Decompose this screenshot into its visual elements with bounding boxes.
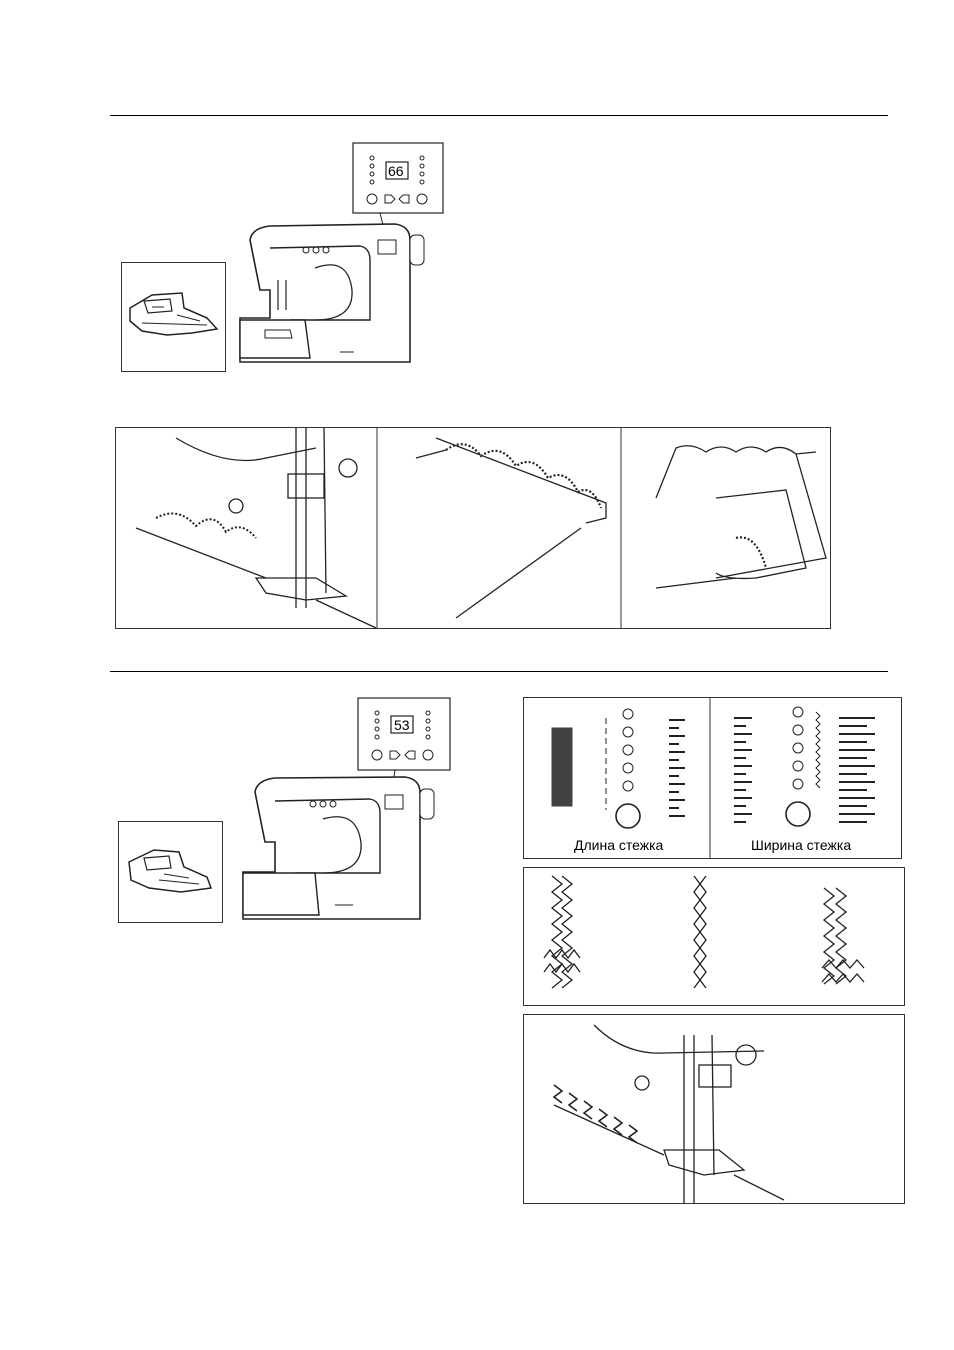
stitch-settings-panel: Длина стежка Ширина стежка (523, 697, 902, 859)
presser-foot-icon (119, 822, 222, 922)
stitch-width-graphic (734, 707, 875, 826)
panel-scallop-finished (656, 446, 826, 588)
decorative-stitch-patterns (523, 867, 905, 1006)
presser-foot-icon (122, 263, 225, 371)
pattern-number-display-1: 66 (388, 163, 404, 179)
stitch-length-graphic (552, 709, 685, 828)
panel-scallop-edge (416, 438, 606, 618)
pattern-number-display-2: 53 (394, 717, 410, 733)
sewing-machine-illustration-2 (235, 697, 460, 932)
stitching-close-up (523, 1014, 905, 1204)
stitch-length-label: Длина стежка (574, 837, 663, 853)
presser-foot-illustration-2 (118, 821, 223, 923)
section-divider-middle (110, 671, 888, 672)
sewing-machine-illustration (230, 140, 445, 380)
stitch-pattern-middle (694, 876, 706, 988)
presser-foot-illustration (121, 262, 226, 372)
scallop-stitch-panels (115, 427, 831, 629)
section-divider-top (110, 115, 888, 116)
stitch-pattern-left (544, 876, 580, 988)
stitch-pattern-right (822, 888, 864, 984)
panel-sewing-scallops (136, 428, 376, 628)
stitch-width-label: Ширина стежка (751, 837, 851, 853)
